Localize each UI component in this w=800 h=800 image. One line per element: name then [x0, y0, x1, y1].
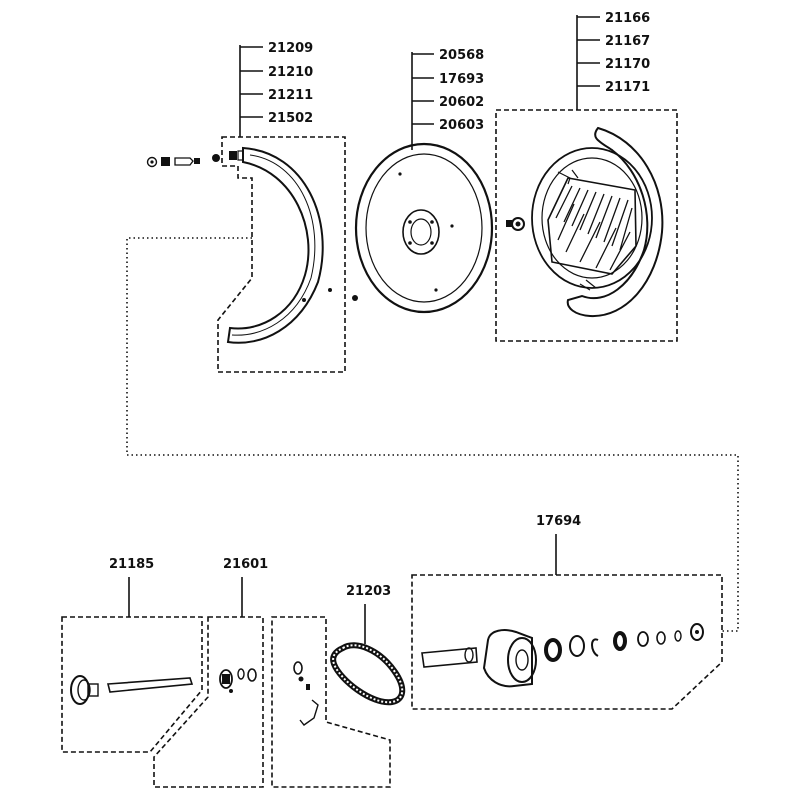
group-dashed-outline — [153, 616, 264, 788]
blade-cover-group: 21166 21167 21170 21171 — [495, 11, 678, 342]
group-dashed-outline — [271, 616, 391, 788]
group-dashed-outline — [61, 616, 203, 753]
guard-hardware — [146, 150, 244, 168]
part-number-label: 20602 — [439, 95, 484, 110]
part-number-label: 20603 — [439, 118, 484, 133]
dotted-connector — [126, 237, 739, 632]
blade-cover — [531, 126, 664, 318]
knob-set-group: 21601 — [153, 557, 268, 788]
tensioner-group — [271, 616, 391, 788]
group-dashed-outline — [217, 136, 346, 373]
drive-belt — [330, 642, 406, 706]
hub-parts — [421, 623, 704, 688]
part-number-label: 21171 — [605, 80, 650, 95]
shaft-group: 21185 — [61, 557, 203, 753]
part-number-label: 21185 — [109, 557, 154, 572]
part-number-label: 21170 — [605, 57, 650, 72]
part-number-label: 21601 — [223, 557, 268, 572]
knob-parts — [219, 668, 257, 693]
part-number-label: 21166 — [605, 11, 650, 26]
slicer-blade — [354, 142, 494, 314]
group-dashed-outline — [495, 109, 678, 342]
crescent-guard — [226, 146, 324, 344]
blade-guard-group: 21209 21210 21211 21502 — [146, 41, 358, 373]
part-number-label: 20568 — [439, 48, 484, 63]
part-number-label: 21167 — [605, 34, 650, 49]
part-number-label: 21209 — [268, 41, 313, 56]
part-number-label: 21210 — [268, 65, 313, 80]
shaft-with-knob — [70, 675, 194, 705]
grid-plate — [547, 177, 637, 275]
blade-group: 20568 17693 20602 20603 — [354, 48, 494, 314]
part-number-label: 21502 — [268, 111, 313, 126]
group-dashed-outline — [411, 574, 723, 710]
belt-group: 21203 — [330, 584, 406, 706]
part-number-label: 21203 — [346, 584, 391, 599]
hub-assembly-group: 17694 — [411, 514, 723, 710]
cover-hardware — [506, 217, 525, 231]
part-number-label: 17694 — [536, 514, 581, 529]
tensioner-parts — [293, 661, 319, 726]
part-number-label: 17693 — [439, 72, 484, 87]
part-number-label: 21211 — [268, 88, 313, 103]
